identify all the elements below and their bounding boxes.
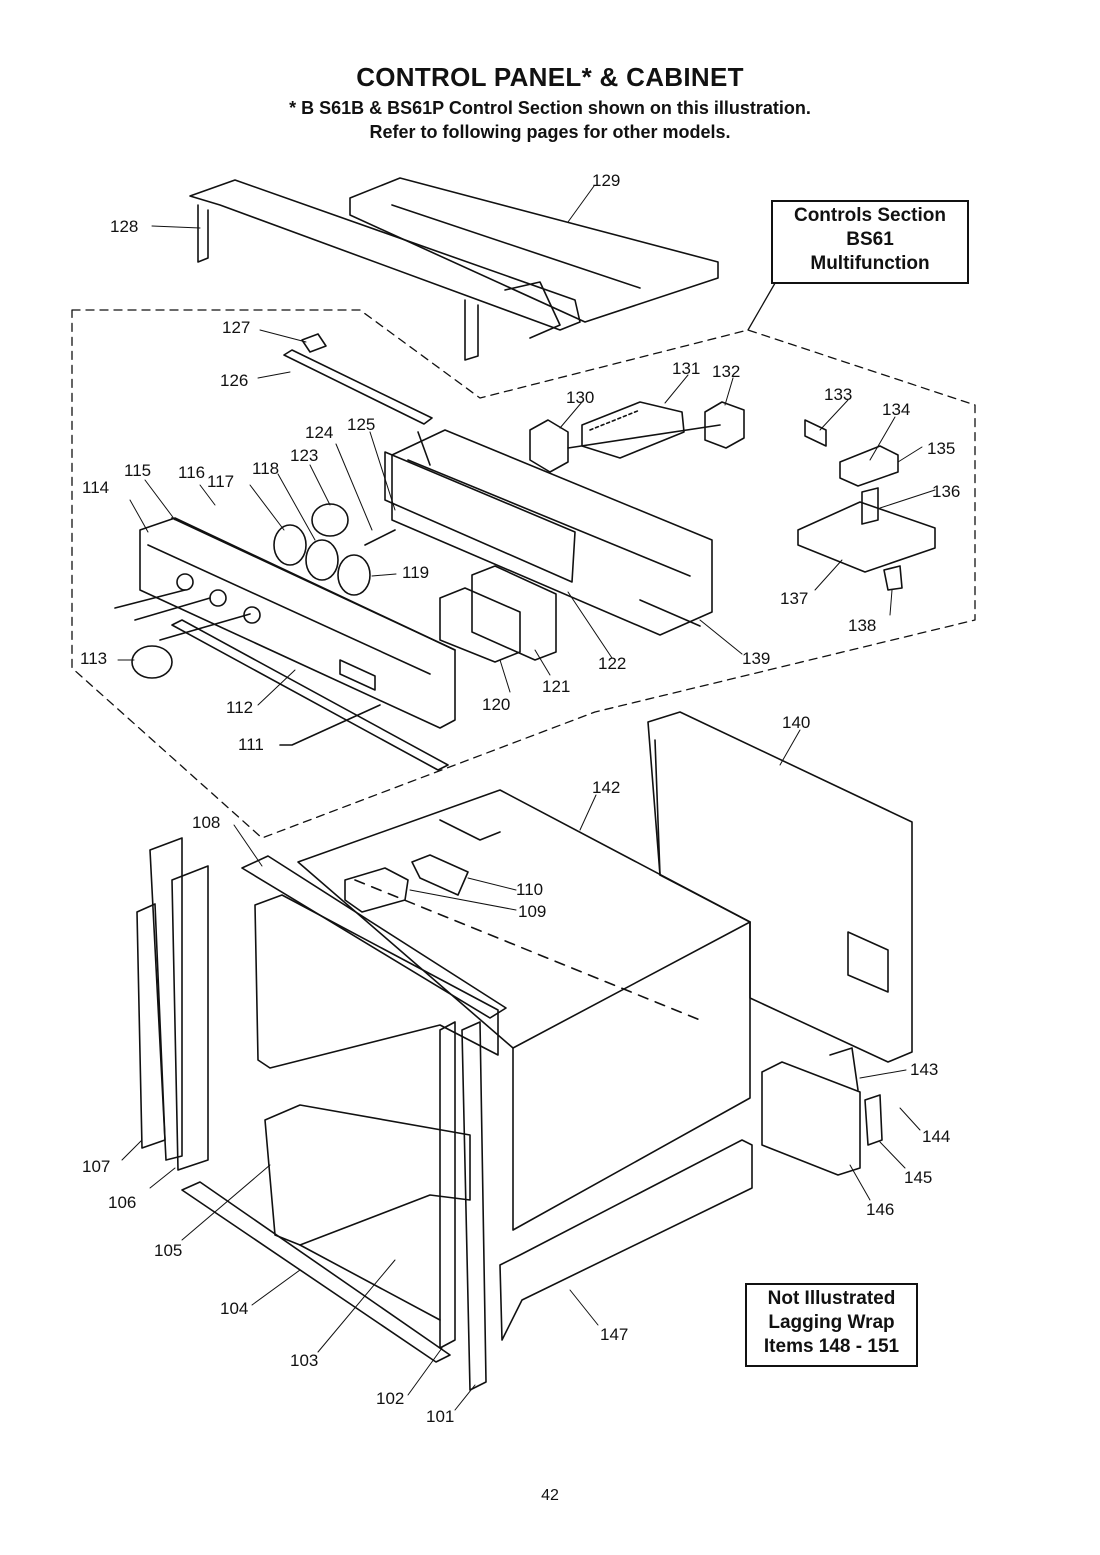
subtitle-line-2: Refer to following pages for other model… xyxy=(369,122,731,142)
part-101-front-upright xyxy=(461,1021,487,1391)
label-147: 147 xyxy=(600,1325,628,1344)
label-129: 129 xyxy=(592,171,620,190)
part-140-back-panel xyxy=(647,711,913,1063)
label-110: 110 xyxy=(516,880,543,899)
label-131: 131 xyxy=(672,359,700,378)
part-side-frame xyxy=(254,894,499,1069)
label-102: 102 xyxy=(376,1389,404,1408)
label-135: 135 xyxy=(927,439,955,458)
part-110-fan-assembly xyxy=(411,854,469,896)
label-119: 119 xyxy=(402,563,429,582)
label-122: 122 xyxy=(598,654,626,673)
label-126: 126 xyxy=(220,371,248,390)
page-number: 42 xyxy=(541,1487,559,1504)
label-144: 144 xyxy=(922,1127,950,1146)
label-115: 115 xyxy=(124,461,151,480)
controls-box-line-1: Controls Section xyxy=(793,205,946,226)
part-126-element-tube xyxy=(283,349,433,425)
label-109: 109 xyxy=(518,902,546,921)
label-118: 118 xyxy=(252,459,279,478)
leader-lines xyxy=(117,185,936,1411)
part-102-front-upright xyxy=(439,1021,456,1349)
label-105: 105 xyxy=(154,1241,182,1260)
label-104: 104 xyxy=(220,1299,248,1318)
part-121-timer-bracket xyxy=(471,565,557,661)
label-108: 108 xyxy=(192,813,220,832)
part-128-top-trim xyxy=(189,179,581,361)
label-142: 142 xyxy=(592,778,620,797)
label-111: 111 xyxy=(238,735,264,754)
label-138: 138 xyxy=(848,616,876,635)
part-130-switch xyxy=(529,419,569,473)
part-number-labels: 128 129 127 126 131 132 130 133 134 135 … xyxy=(80,171,960,1426)
part-129-top-panel xyxy=(349,177,719,323)
label-143: 143 xyxy=(910,1060,938,1079)
label-101: 101 xyxy=(426,1407,454,1426)
part-105-side-rail xyxy=(149,837,183,1161)
label-123: 123 xyxy=(290,446,318,465)
label-116: 116 xyxy=(178,463,205,482)
part-137-bracket xyxy=(797,419,936,591)
label-145: 145 xyxy=(904,1168,932,1187)
part-107-side-rail xyxy=(136,903,166,1149)
part-112-trim-strip xyxy=(171,619,449,771)
not-illustrated-line-3: Items 148 - 151 xyxy=(763,1336,900,1357)
not-illustrated-box: Not Illustrated Lagging Wrap Items 148 -… xyxy=(745,1283,918,1367)
label-103: 103 xyxy=(290,1351,318,1370)
label-146: 146 xyxy=(866,1200,894,1219)
label-136: 136 xyxy=(932,482,960,501)
part-113-knob xyxy=(131,645,173,679)
label-112: 112 xyxy=(226,698,253,717)
label-117: 117 xyxy=(207,472,234,491)
label-114: 114 xyxy=(82,478,109,497)
label-133: 133 xyxy=(824,385,852,404)
label-130: 130 xyxy=(566,388,594,407)
controls-box-line-2: BS61 xyxy=(846,229,894,250)
label-124: 124 xyxy=(305,423,333,442)
part-120-timer xyxy=(439,587,521,663)
label-128: 128 xyxy=(110,217,138,236)
label-140: 140 xyxy=(782,713,810,732)
page-title: CONTROL PANEL* & CABINET xyxy=(356,62,744,92)
label-134: 134 xyxy=(882,400,910,419)
part-122-control-chassis xyxy=(391,429,713,636)
label-121: 121 xyxy=(542,677,570,696)
label-127: 127 xyxy=(222,318,250,337)
part-142-cabinet xyxy=(297,789,751,1231)
controls-box-line-3: Multifunction xyxy=(810,253,930,274)
part-104-bottom-strip xyxy=(181,1181,451,1363)
label-107: 107 xyxy=(82,1157,110,1176)
controls-section-box: Controls Section BS61 Multifunction xyxy=(771,200,969,284)
label-113: 113 xyxy=(80,649,107,668)
label-137: 137 xyxy=(780,589,808,608)
part-147-kick-plate xyxy=(499,1139,753,1341)
not-illustrated-line-1: Not Illustrated xyxy=(767,1288,896,1309)
not-illustrated-line-2: Lagging Wrap xyxy=(768,1312,895,1333)
part-108-front-strip xyxy=(241,855,507,1019)
part-131-switch-block xyxy=(581,401,685,459)
part-132-thermostat xyxy=(704,401,745,449)
label-125: 125 xyxy=(347,415,375,434)
label-120: 120 xyxy=(482,695,510,714)
part-143-hinge-bracket xyxy=(761,1047,883,1176)
label-132: 132 xyxy=(712,362,740,381)
part-127-lamp-holder xyxy=(301,333,327,353)
label-106: 106 xyxy=(108,1193,136,1212)
part-109-fan-motor xyxy=(344,867,409,913)
part-125-switch-plate xyxy=(384,451,576,583)
part-106-side-rail xyxy=(171,865,209,1171)
part-115-fascia-frame xyxy=(171,517,456,651)
label-139: 139 xyxy=(742,649,770,668)
subtitle-line-1: * B S61B & BS61P Control Section shown o… xyxy=(289,98,811,118)
